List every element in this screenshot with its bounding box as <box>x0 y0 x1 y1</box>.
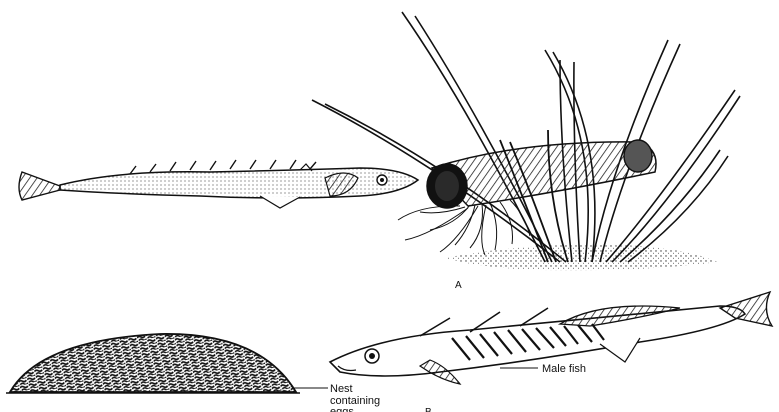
male-fish-body <box>330 306 745 376</box>
fish-a-anal-fin <box>260 196 300 208</box>
panel-b-label: B <box>425 407 432 412</box>
male-fish-label: Male fish <box>542 363 586 375</box>
nest-exit <box>624 140 652 172</box>
stickleback-fish-a <box>19 160 418 208</box>
panel-a-label: A <box>455 280 462 291</box>
nest-mound <box>10 334 296 392</box>
fish-a-body <box>60 168 418 198</box>
fish-a-tail <box>19 172 60 200</box>
nest-roots <box>398 200 530 255</box>
nest-label-line1: Nest <box>330 383 353 395</box>
nest-tube <box>427 140 656 208</box>
sand-ground <box>445 245 718 271</box>
nest-label-line3: eggs <box>330 406 354 412</box>
panel-b: Nest containing eggs Male fish B <box>6 292 772 412</box>
panel-a: A <box>19 12 740 291</box>
